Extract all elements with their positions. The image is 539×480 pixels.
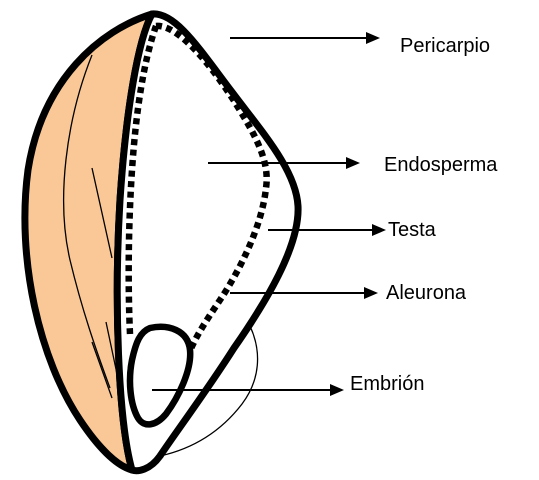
label-endosperma: Endosperma — [384, 154, 498, 176]
label-embrion: Embrión — [350, 373, 424, 395]
label-pericarpio: Pericarpio — [400, 35, 490, 57]
arrow-pericarpio — [230, 32, 380, 44]
label-testa: Testa — [388, 219, 437, 241]
label-aleurona: Aleurona — [386, 282, 467, 304]
